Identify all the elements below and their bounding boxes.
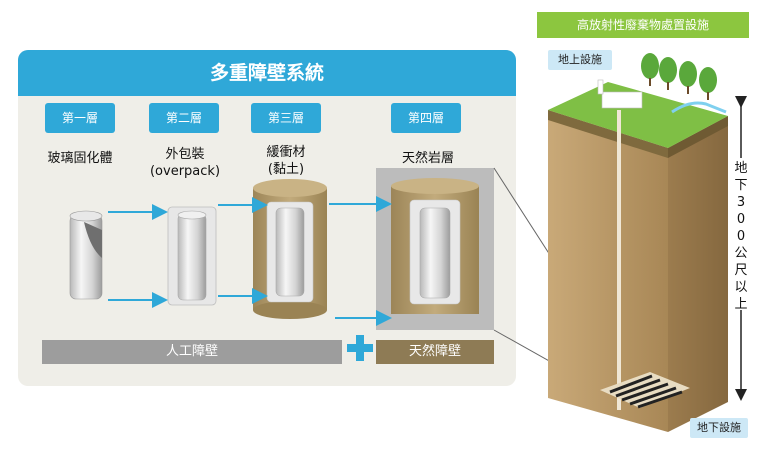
underground-facility-tag: 地下設施 — [690, 418, 748, 438]
depth-label: 地下300公尺以上 — [732, 160, 750, 313]
layer-2-label-line-1: 外包裝 — [165, 147, 205, 162]
tab-layer-3: 第三層 — [251, 103, 321, 133]
tab-layer-2: 第二層 — [149, 103, 219, 133]
overpack-icon — [167, 206, 217, 306]
tab-layer-4: 第四層 — [391, 103, 461, 133]
depth-label-text: 地下300公尺以上 — [734, 161, 748, 312]
tab-layer-1: 第一層 — [45, 103, 115, 133]
layer-3-label-line-1: 緩衝材 — [266, 145, 306, 160]
disposal-site-block — [548, 53, 728, 432]
glass-canister-icon — [69, 210, 103, 300]
clay-buffer-icon — [253, 179, 327, 319]
layer-2-label: 外包裝 (overpack) — [140, 146, 230, 180]
layer-4-label: 天然岩層 — [390, 150, 466, 167]
surface-facility-tag: 地上設施 — [548, 50, 612, 70]
process-arrows — [108, 196, 392, 326]
plus-icon — [347, 335, 373, 361]
layer-3-label: 緩衝材 (黏土) — [248, 144, 324, 178]
natural-barrier-bar: 天然障壁 — [376, 340, 494, 364]
layer-4-label-line: 天然岩層 — [401, 151, 454, 166]
natural-rock-icon — [376, 168, 494, 330]
layer-1-label-line: 玻璃固化體 — [47, 151, 113, 166]
underground-tunnels-icon — [600, 372, 690, 409]
tree-icons — [641, 53, 717, 100]
engineered-barrier-bar: 人工障壁 — [42, 340, 342, 364]
layer-2-label-line-2: (overpack) — [149, 164, 221, 179]
disposal-site-title: 高放射性廢棄物處置設施 — [537, 12, 749, 38]
layer-1-label: 玻璃固化體 — [42, 150, 118, 167]
layer-3-label-line-2: (黏土) — [267, 162, 305, 177]
surface-building-icon — [601, 91, 643, 109]
access-shaft — [617, 110, 621, 410]
panel-title: 多重障壁系統 — [18, 50, 516, 96]
